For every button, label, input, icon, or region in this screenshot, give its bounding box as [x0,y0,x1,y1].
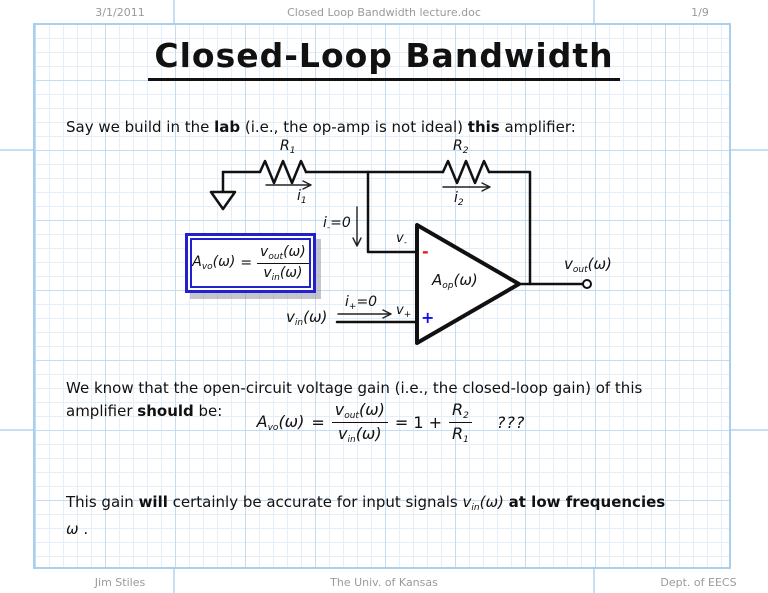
opamp-triangle [415,223,521,345]
v-minus-label: v- [396,231,407,248]
header-date: 3/1/2011 [95,6,145,19]
footer-author: Jim Stiles [94,576,146,589]
main-eq-fraction-v: vout(ω) vin(ω) [331,400,388,445]
header-doc-title: Closed Loop Bandwidth lecture.doc [287,6,481,19]
i2-label: i2 [454,190,464,208]
question-marks: ??? [496,413,526,432]
i-plus-label: i+=0 [345,294,378,312]
vout-label: vout(ω) [564,255,612,275]
current-arrow-i2 [442,182,491,192]
boxed-eq-equals: = [240,255,253,271]
intro-paragraph: Say we build in the lab (i.e., the op-am… [66,118,576,136]
current-arrow-i1 [265,180,312,190]
slide-title: Closed-Loop Bandwidth [0,36,768,81]
inverting-minus-sign: - [422,242,429,261]
ground-icon [209,170,237,211]
i-minus-label: i-=0 [323,215,351,233]
current-arrow-i-plus [337,309,392,319]
boxed-eq-lhs: Avo(ω) [192,254,236,272]
r2-label: R2 [453,138,469,156]
body-paragraph: We know that the open-circuit voltage ga… [66,379,643,420]
header-page-number: 1/9 [691,6,709,19]
resistor-r2-symbol [441,159,491,185]
wire-inverting-input [366,170,418,254]
footer-department: Dept. of EECS [660,576,737,589]
gain-definition-box: Avo(ω) = vout(ω) vin(ω) [185,233,316,293]
v-plus-label: v+ [396,303,412,320]
output-terminal [582,279,592,289]
noninverting-plus-sign: + [421,308,435,327]
wire-feedback [487,170,532,286]
i1-label: i1 [297,188,307,206]
opamp-gain-label: Aop(ω) [432,271,478,291]
main-eq-equals: = [311,413,325,432]
vin-label: vin(ω) [286,308,328,328]
footer-institution: The Univ. of Kansas [330,576,438,589]
graph-paper [33,23,731,569]
resistor-r1-symbol [258,159,308,185]
boxed-eq-fraction: vout(ω) vin(ω) [257,244,309,283]
closing-paragraph: This gain will certainly be accurate for… [66,493,666,538]
current-arrow-i-minus [352,206,362,247]
main-eq-fraction-r: R2 R1 [449,400,472,445]
main-eq-one-plus: = 1 + [394,413,443,432]
main-eq-lhs: Avo(ω) [256,412,305,433]
r1-label: R1 [280,138,296,156]
closed-loop-gain-equation: Avo(ω) = vout(ω) vin(ω) = 1 + R2 R1 ??? [66,400,716,445]
